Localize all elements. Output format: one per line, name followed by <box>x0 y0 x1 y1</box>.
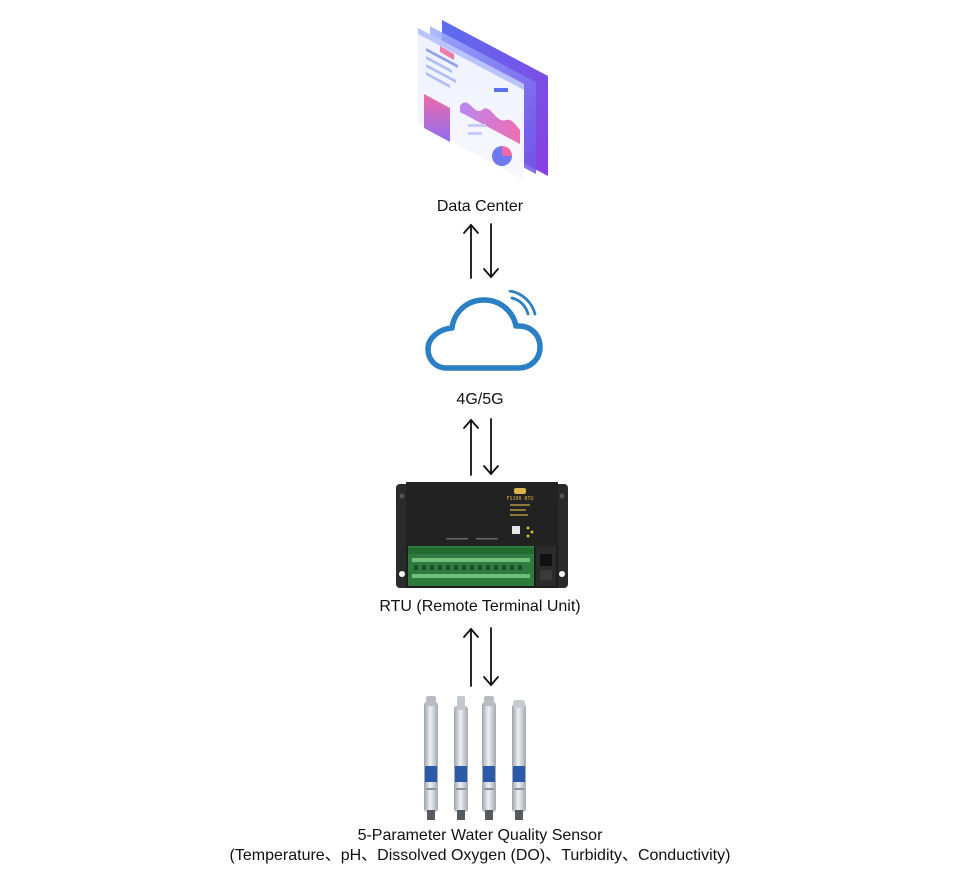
sensor-label-line1: 5-Parameter Water Quality Sensor <box>357 827 603 844</box>
bidirectional-arrow-icon <box>463 418 499 476</box>
bidirectional-arrow-icon <box>463 223 499 279</box>
rtu-device-text: FS100 RTU <box>506 496 533 502</box>
data-center-label: Data Center <box>436 198 524 215</box>
rtu-device-icon: FS100 RTU <box>396 482 568 588</box>
probe-dissolved-oxygen <box>482 696 496 820</box>
network-label: 4G/5G <box>456 391 504 408</box>
probe-turbidity <box>512 700 526 820</box>
cloud-signal-icon <box>425 290 543 371</box>
dashboard-screens-icon <box>418 20 548 180</box>
sensor-label-line2: (Temperature、pH、Dissolved Oxygen (DO)、Tu… <box>229 847 731 864</box>
probe-ph <box>454 696 468 820</box>
bidirectional-arrow-icon <box>463 627 499 687</box>
rtu-label: RTU (Remote Terminal Unit) <box>379 598 581 615</box>
water-quality-probes-icon <box>424 696 526 820</box>
probe-temperature <box>424 696 438 820</box>
